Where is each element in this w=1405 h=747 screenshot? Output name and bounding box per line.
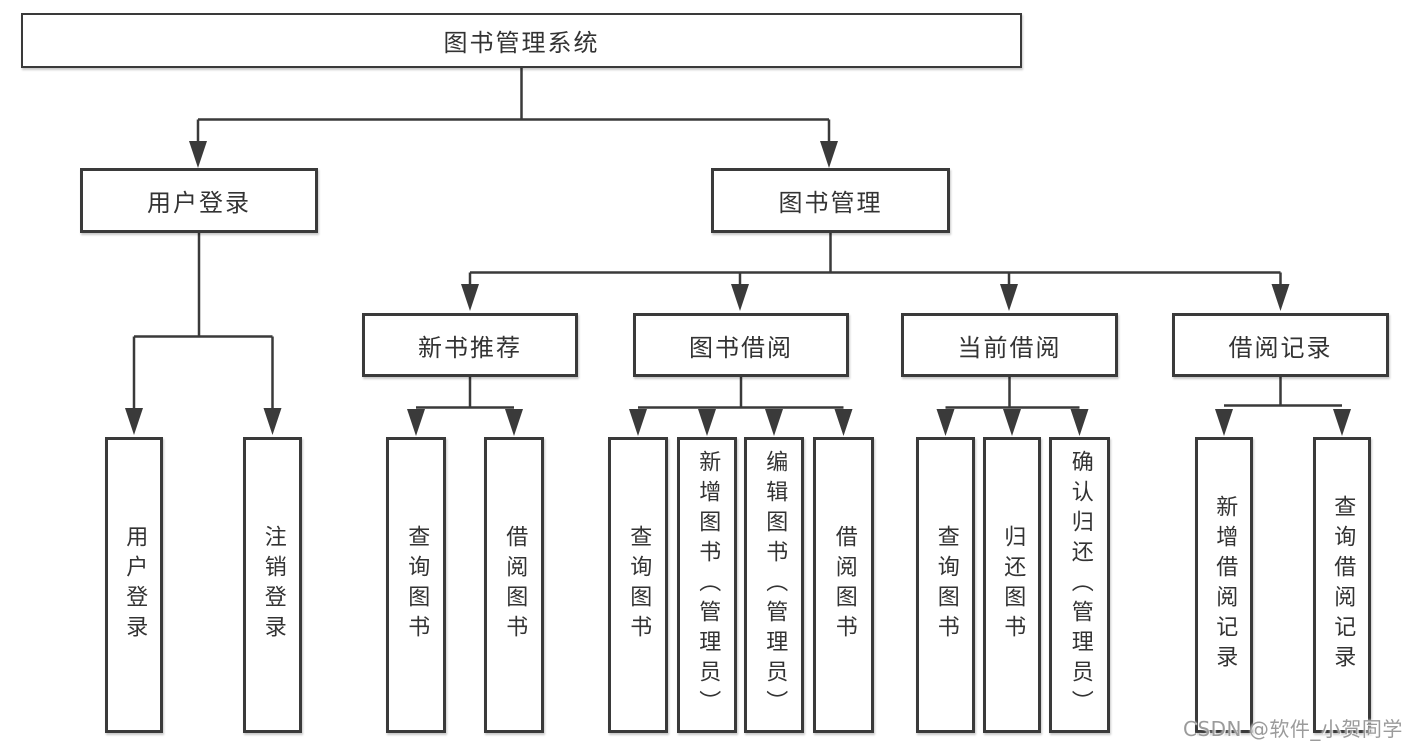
leaf-logout: 注销登录 xyxy=(243,437,302,733)
leaf-return-books: 归还图书 xyxy=(983,437,1041,733)
leaf-user-login: 用户登录 xyxy=(105,437,163,733)
leaf-add-borrow-record: 新增借阅记录 xyxy=(1195,437,1253,733)
leaf-confirm-return-admin: 确认归还（管理员） xyxy=(1049,437,1110,733)
csdn-watermark: CSDN @软件_小贺同学 xyxy=(1183,717,1403,741)
leaf-query-borrow-record: 查询借阅记录 xyxy=(1313,437,1371,733)
node-current-borrowing: 当前借阅 xyxy=(901,313,1118,377)
node-library-management-system: 图书管理系统 xyxy=(21,13,1022,68)
node-user-login-branch: 用户登录 xyxy=(80,168,318,233)
leaf-add-books-admin: 新增图书（管理员） xyxy=(677,437,737,733)
node-new-book-recommendation: 新书推荐 xyxy=(362,313,578,377)
arrowheads xyxy=(125,141,1351,436)
node-book-management-branch: 图书管理 xyxy=(711,168,950,233)
leaf-borrow-books: 借阅图书 xyxy=(813,437,874,733)
node-book-borrowing: 图书借阅 xyxy=(633,313,849,377)
leaf-current-query-books: 查询图书 xyxy=(916,437,975,733)
leaf-recommend-query-books: 查询图书 xyxy=(386,437,446,733)
node-borrowing-records: 借阅记录 xyxy=(1172,313,1389,377)
leaf-borrow-query-books: 查询图书 xyxy=(608,437,668,733)
leaf-edit-books-admin: 编辑图书（管理员） xyxy=(744,437,804,733)
leaf-recommend-borrow-books: 借阅图书 xyxy=(484,437,544,733)
